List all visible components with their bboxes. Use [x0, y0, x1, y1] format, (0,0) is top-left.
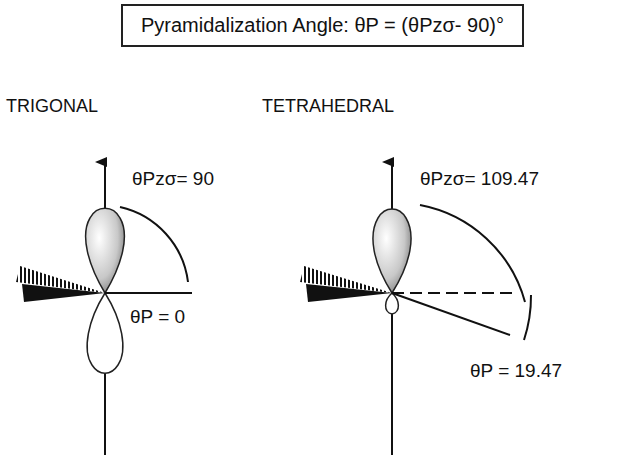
formula-text: Pyramidalization Angle: θP = (θPzσ- 90)° [141, 14, 504, 37]
angle-label: θP = 19.47 [470, 360, 562, 382]
angle-label: θPzσ= 109.47 [420, 168, 539, 190]
figure-heading: TRIGONAL [6, 96, 98, 117]
angle-label: θPzσ= 90 [132, 168, 214, 190]
formula-box: Pyramidalization Angle: θP = (θPzσ- 90)° [121, 4, 524, 47]
angle-label: θP = 0 [130, 306, 185, 328]
figure-heading: TETRAHEDRAL [262, 96, 394, 117]
trigonal-figure [16, 162, 192, 455]
tetrahedral-figure [300, 162, 531, 455]
